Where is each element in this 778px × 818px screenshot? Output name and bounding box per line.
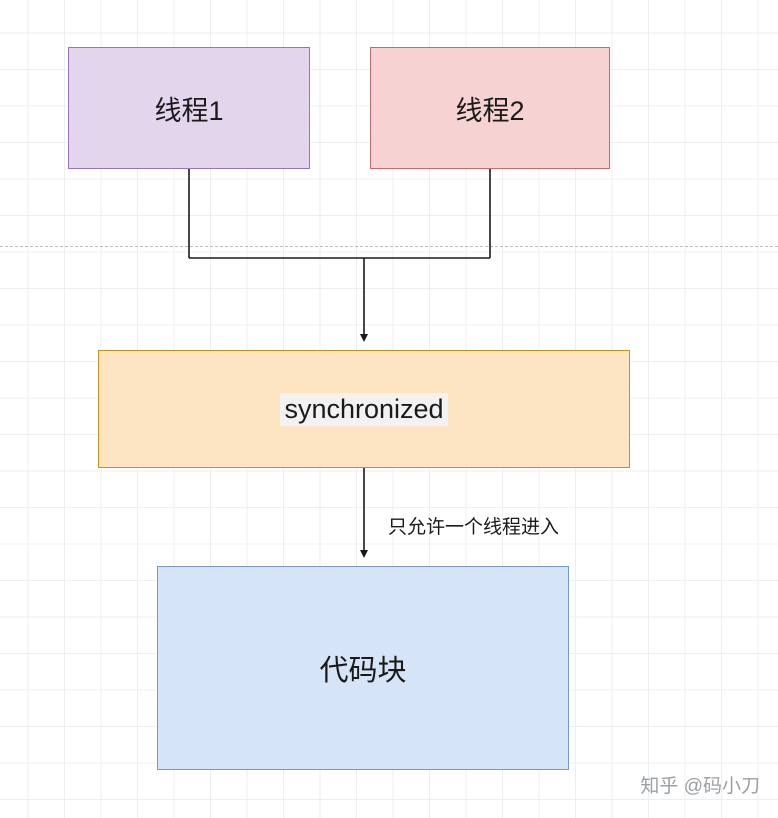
node-thread1[interactable]: 线程1 bbox=[68, 47, 310, 169]
watermark: 知乎 @码小刀 bbox=[640, 776, 760, 797]
node-synchronized[interactable]: synchronized bbox=[98, 350, 630, 468]
edge-label-sync-to-code: 只允许一个线程进入 bbox=[388, 517, 560, 538]
alignment-guide-horizontal bbox=[0, 246, 778, 247]
node-code-block[interactable]: 代码块 bbox=[157, 566, 569, 770]
node-code-block-label: 代码块 bbox=[319, 655, 407, 687]
node-thread2-label: 线程2 bbox=[455, 95, 525, 126]
node-synchronized-label: synchronized bbox=[280, 392, 448, 426]
node-thread2[interactable]: 线程2 bbox=[370, 47, 610, 169]
node-thread1-label: 线程1 bbox=[154, 95, 224, 126]
